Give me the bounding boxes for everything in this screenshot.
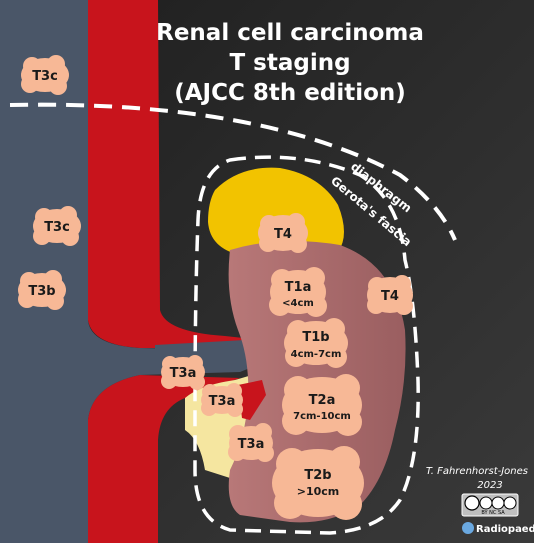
stage-t3a-vein: T3a <box>161 355 205 390</box>
cc-license-badge: BY NC SA <box>461 493 519 517</box>
title-line-3: (AJCC 8th edition) <box>174 80 406 106</box>
by-icon <box>479 496 493 510</box>
t3c-top-label: T3c <box>32 69 58 84</box>
aorta-lower <box>88 375 240 543</box>
brand-label: Radiopaedia <box>476 524 534 535</box>
stage-t3a-fat: T3a <box>228 423 274 462</box>
adrenal-gland <box>208 167 344 255</box>
t3b-label: T3b <box>28 284 55 299</box>
t2a-size: 7cm-10cm <box>293 411 351 422</box>
title-line-2: T staging <box>229 50 350 76</box>
stage-t3a-sinus: T3a <box>201 383 243 417</box>
radiopaedia-logo-icon <box>462 522 474 534</box>
t2b-size: >10cm <box>297 485 340 498</box>
t2a-label: T2a <box>309 393 336 408</box>
sa-icon <box>503 496 517 510</box>
t4-side-label: T4 <box>381 289 399 304</box>
t3c-mid-label: T3c <box>44 220 70 235</box>
t4-adrenal-label: T4 <box>274 227 292 242</box>
t3a-sinus-label: T3a <box>209 394 236 409</box>
t1b-size: 4cm-7cm <box>291 349 342 360</box>
title-line-1: Renal cell carcinoma <box>156 20 424 46</box>
ivc-vessel <box>0 0 270 543</box>
gerota-fascia-outline <box>193 155 420 535</box>
credit-author: T. Fahrenhorst-Jones <box>426 466 528 477</box>
stage-t3c-mid: T3c <box>33 206 81 246</box>
nc-icon <box>491 496 505 510</box>
cc-icon <box>464 495 480 511</box>
t2b-label: T2b <box>304 468 331 483</box>
stage-t2a: T2a 7cm-10cm <box>282 374 362 436</box>
t1a-label: T1a <box>285 280 312 295</box>
credit-year: 2023 <box>477 480 502 491</box>
t1b-label: T1b <box>302 330 329 345</box>
stage-t3b: T3b <box>18 270 66 310</box>
stage-t4-adrenal: T4 <box>258 213 308 253</box>
stage-t3c-top: T3c <box>21 55 69 95</box>
stage-t4-side: T4 <box>367 275 413 315</box>
aorta-vessel <box>88 0 262 348</box>
stage-t1b: T1b 4cm-7cm <box>284 318 348 368</box>
stage-t2b: T2b >10cm <box>272 446 364 520</box>
radiopaedia-brand: Radiopaedia <box>462 522 534 535</box>
t3a-vein-label: T3a <box>170 366 197 381</box>
t3a-fat-label: T3a <box>238 437 265 452</box>
sinus-vessel <box>238 380 266 420</box>
license-text: BY NC SA <box>481 510 505 516</box>
stage-t1a: T1a <4cm <box>269 267 327 317</box>
t1a-size: <4cm <box>282 298 314 309</box>
